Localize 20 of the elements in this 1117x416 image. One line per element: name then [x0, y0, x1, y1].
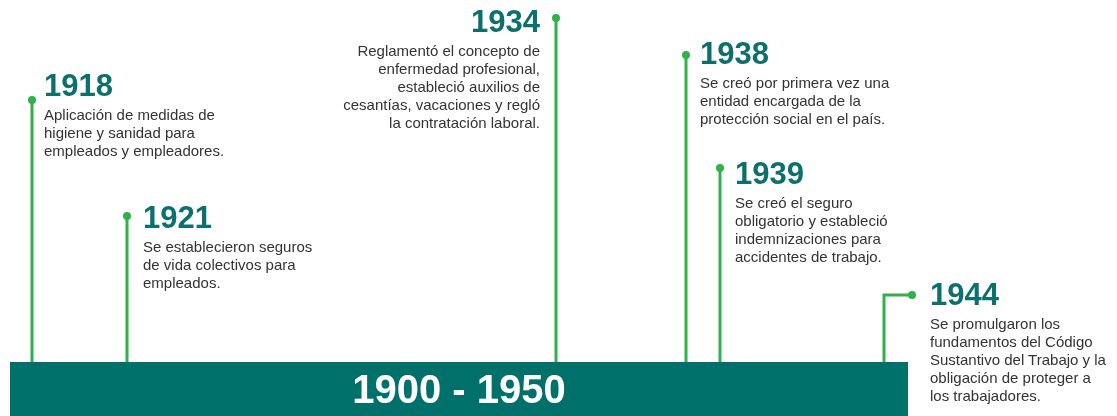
event-description: Se establecieron seguros de vida colectivos para empleados. — [143, 238, 314, 292]
event-description: Se creó por primera vez una entidad encargada de la protección social en el país. — [700, 74, 891, 128]
timeline-stem — [552, 14, 560, 362]
event-description: Se promulgaron los fundamentos del Código Sustantivo del Trabajo y la obligación de proteger a los trabajadores. — [930, 315, 1107, 405]
year-label: 1944 — [930, 279, 1000, 311]
timeline-stem — [123, 212, 131, 362]
event-description: Aplicación de medidas de higiene y sanidad para empleados y empleadores. — [44, 106, 226, 160]
year-label: 1939 — [735, 158, 805, 190]
period-band — [10, 362, 908, 416]
timeline-stem — [682, 51, 690, 362]
year-label: 1918 — [44, 70, 114, 102]
year-label: 1938 — [700, 38, 770, 70]
year-label: 1934 — [470, 6, 540, 38]
event-description: Reglamentó el concepto de enfermedad profesional, estableció auxilios de cesantías, vacaciones y regló la contratación laboral. — [342, 42, 540, 132]
event-description: Se creó el seguro obligatorio y estableció indemnizaciones para accidentes de trabajo. — [735, 194, 889, 266]
period-label: 1900 - 1950 — [352, 366, 566, 412]
timeline-stem — [716, 164, 724, 362]
timeline-stem — [882, 291, 916, 362]
timeline-stem — [28, 96, 36, 362]
year-label: 1921 — [143, 202, 213, 234]
